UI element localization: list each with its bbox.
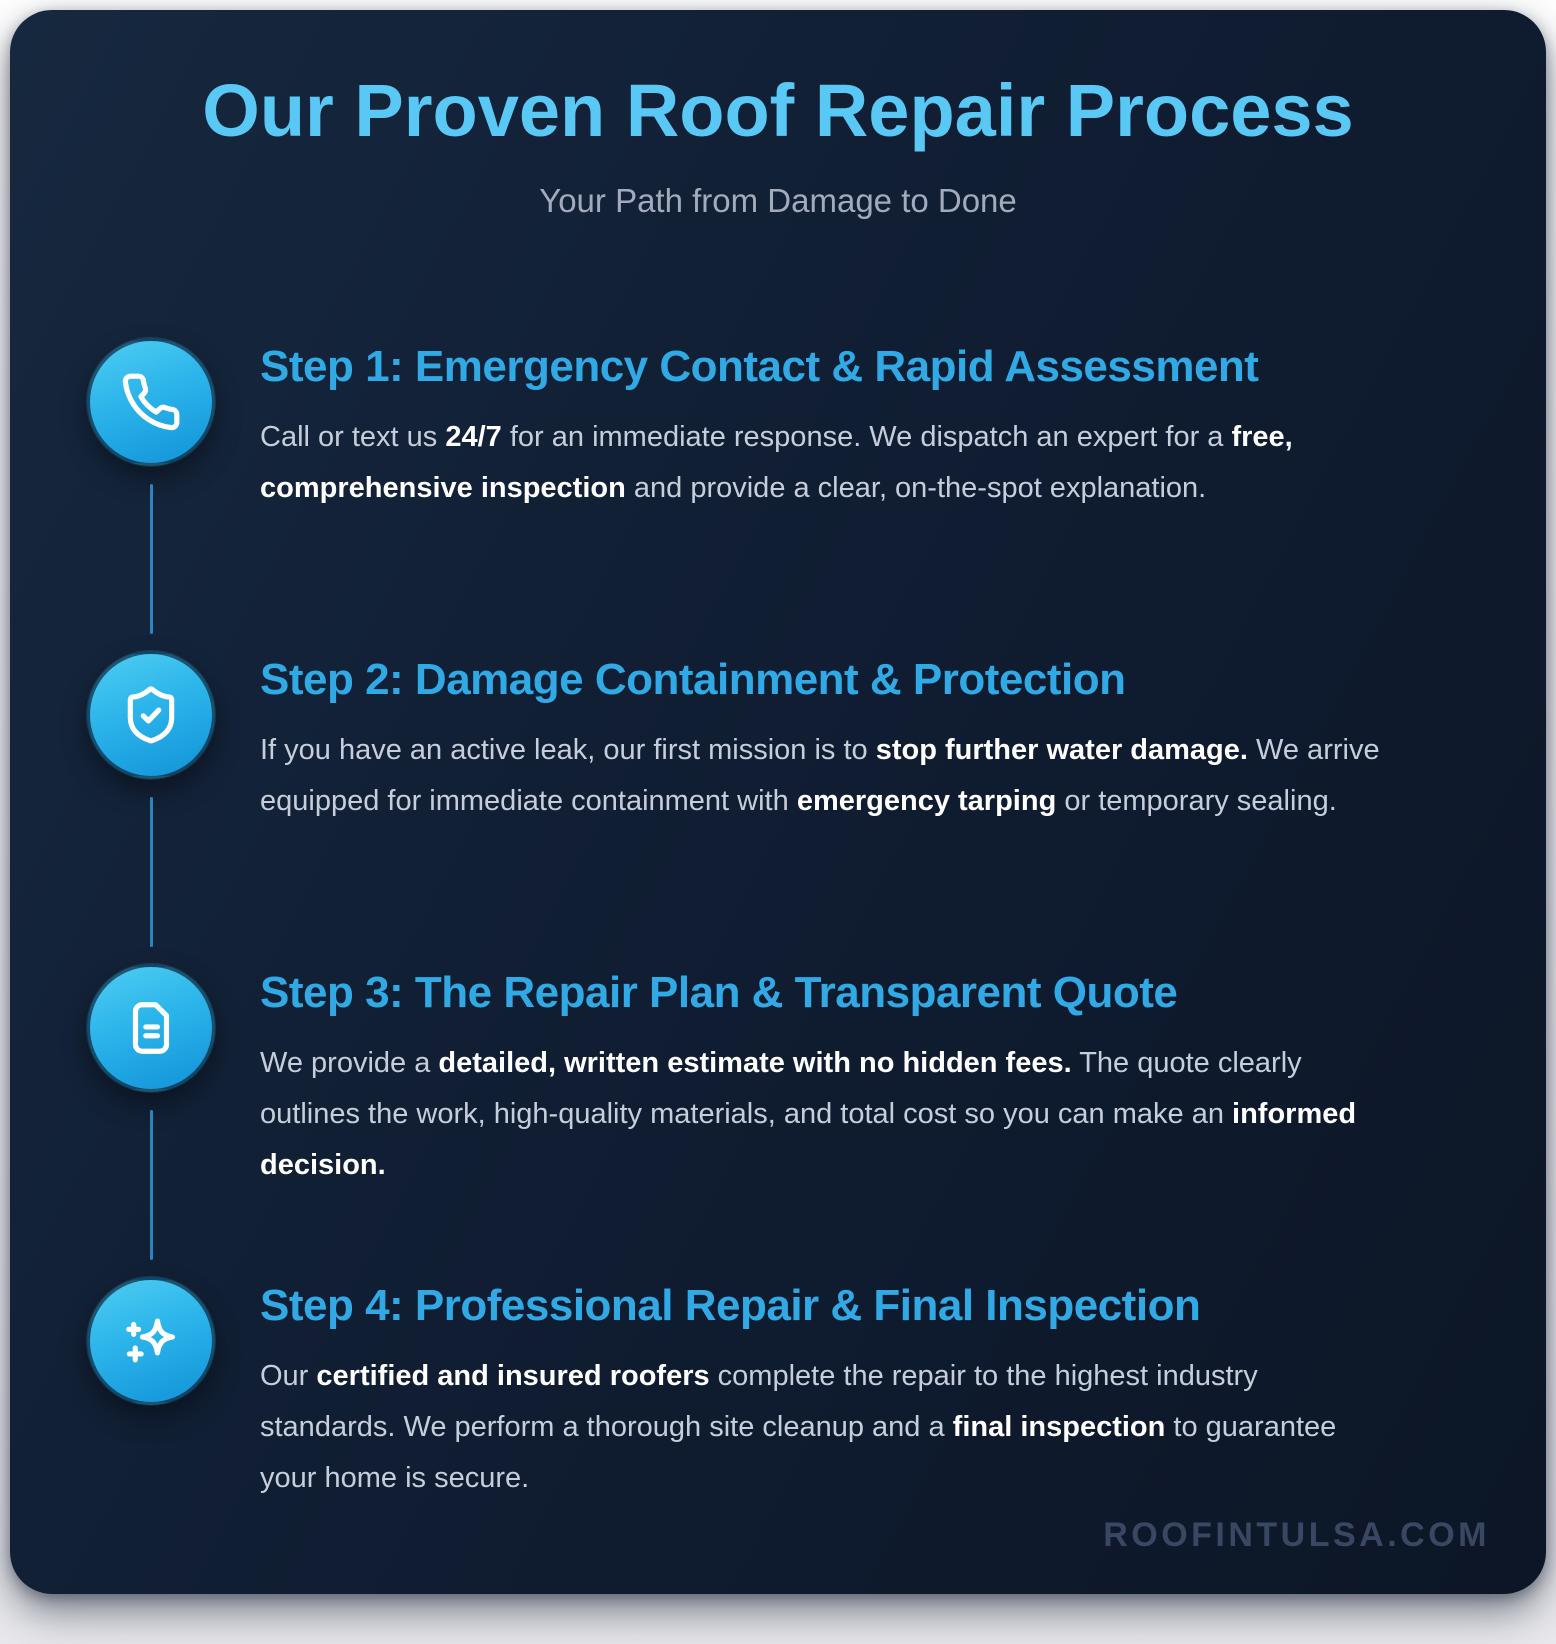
sparkles-icon [126, 1318, 176, 1363]
step-title: Step 3: The Repair Plan & Transparent Qu… [260, 968, 1178, 1017]
steps-list: Step 1: Emergency Contact & Rapid Assess… [87, 338, 1469, 1504]
connector-line [149, 1110, 153, 1260]
step-item: Step 3: The Repair Plan & Transparent Qu… [87, 964, 1469, 1260]
description-bold-segment: detailed, written estimate with no hidde… [438, 1047, 1072, 1079]
description-segment: We arrive equipped for immediate contain… [260, 734, 1380, 817]
step-text-column: Step 1: Emergency Contact & Rapid Assess… [215, 338, 1380, 514]
page-title: Our Proven Roof Repair Process [202, 69, 1354, 152]
description-bold-segment: 24/7 [445, 421, 502, 453]
shield-check-icon [127, 686, 175, 744]
step-item: Step 1: Emergency Contact & Rapid Assess… [87, 338, 1469, 634]
page-subtitle: Your Path from Damage to Done [539, 182, 1017, 219]
description-segment: We provide a [260, 1047, 439, 1079]
infographic-card: Our Proven Roof Repair Process Your Path… [10, 10, 1546, 1594]
step-icon-column [87, 651, 215, 947]
description-segment: or temporary sealing. [1056, 785, 1337, 817]
description-bold-segment: informed decision. [260, 1098, 1357, 1181]
description-segment: Call or text us [260, 421, 446, 453]
step-title: Step 1: Emergency Contact & Rapid Assess… [260, 342, 1259, 391]
description-segment: The quote clearly outlines the work, hig… [260, 1047, 1302, 1130]
description-segment: If you have an active leak, our first mi… [260, 734, 876, 766]
step-title: Step 2: Damage Containment & Protection [260, 655, 1126, 704]
description-segment: and provide a clear, on-the-spot explana… [625, 472, 1207, 504]
connector-line [149, 484, 153, 634]
step-icon-badge [87, 651, 215, 779]
connector-line [149, 797, 153, 947]
description-bold-segment: final inspection [952, 1411, 1166, 1443]
description-segment: for an immediate response. We dispatch a… [501, 421, 1232, 453]
step-icon-badge [87, 1277, 215, 1405]
description-bold-segment: emergency tarping [796, 785, 1057, 817]
step-icon-column [87, 1277, 215, 1405]
step-icon-column [87, 338, 215, 634]
document-icon [132, 1002, 170, 1054]
step-icon-badge [87, 964, 215, 1092]
description-bold-segment: free, comprehensive inspection [260, 421, 1293, 504]
watermark-text: ROOFINTULSA.COM [1103, 1516, 1490, 1554]
description-bold-segment: certified and insured roofers [316, 1360, 710, 1392]
step-title: Step 4: Professional Repair & Final Insp… [260, 1281, 1201, 1330]
phone-icon [122, 373, 180, 431]
description-bold-segment: stop further water damage. [875, 734, 1248, 766]
step-text-column: Step 3: The Repair Plan & Transparent Qu… [215, 964, 1380, 1191]
step-item: Step 4: Professional Repair & Final Insp… [87, 1277, 1469, 1504]
step-description: If you have an active leak, our first mi… [260, 725, 1380, 827]
step-icon-column [87, 964, 215, 1260]
step-item: Step 2: Damage Containment & Protection … [87, 651, 1469, 947]
description-segment: to guarantee your home is secure. [260, 1411, 1337, 1494]
step-icon-badge [87, 338, 215, 466]
description-segment: Our [260, 1360, 317, 1392]
description-segment: complete the repair to the highest indus… [260, 1360, 1258, 1443]
step-description: Call or text us 24/7 for an immediate re… [260, 412, 1380, 514]
step-text-column: Step 4: Professional Repair & Final Insp… [215, 1277, 1380, 1504]
step-description: We provide a detailed, written estimate … [260, 1038, 1380, 1191]
step-description: Our certified and insured roofers comple… [260, 1351, 1380, 1504]
step-text-column: Step 2: Damage Containment & Protection … [215, 651, 1380, 827]
